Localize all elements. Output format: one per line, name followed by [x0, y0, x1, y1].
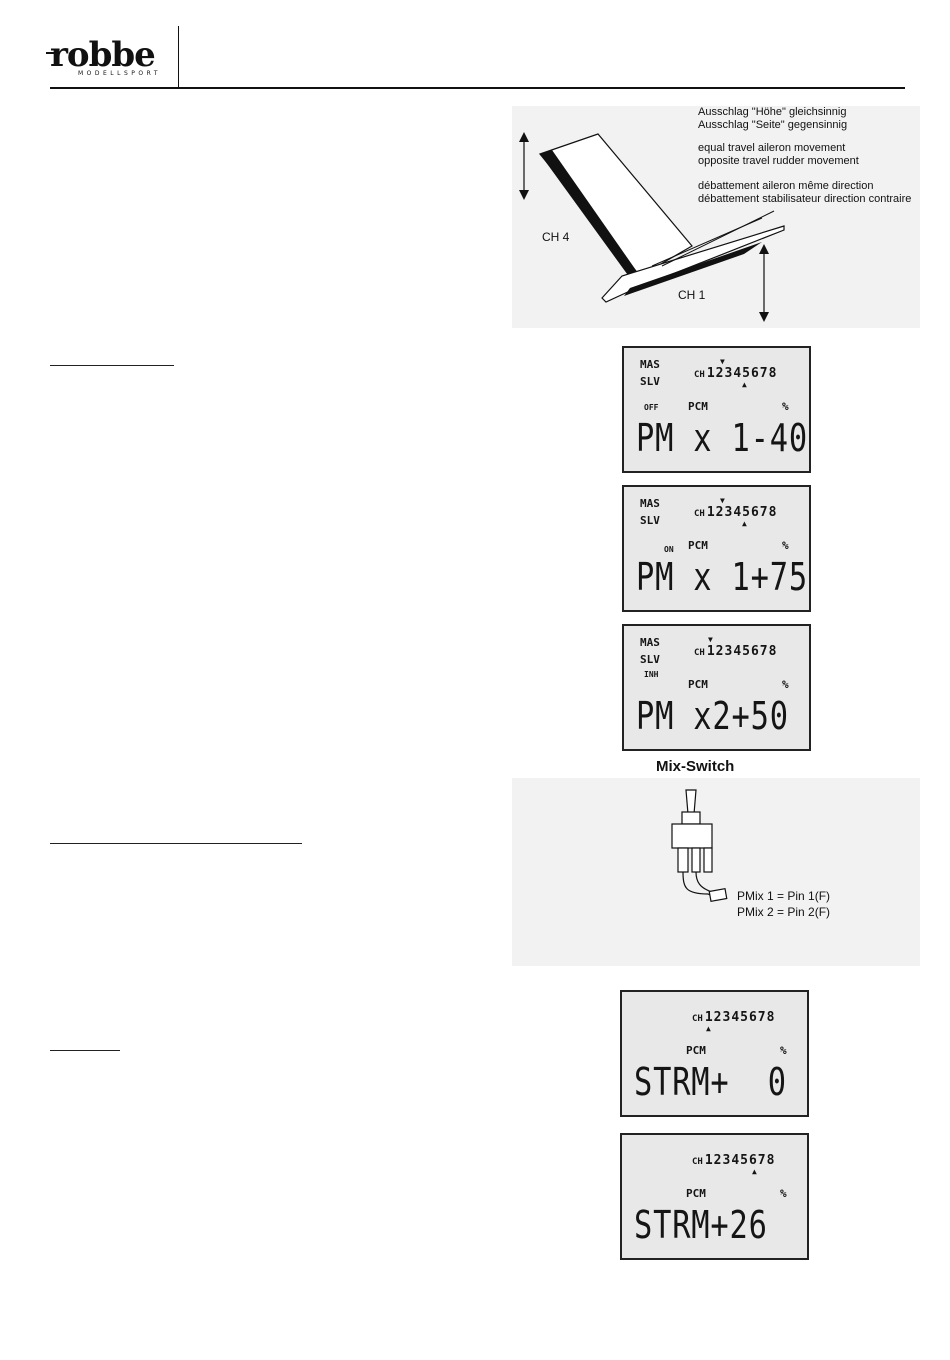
channel-marker-top: ▼	[720, 496, 725, 505]
lcd-main-readout: PM x2+50	[636, 694, 789, 738]
section-heading-underline-2	[50, 843, 302, 844]
caption-fr-2: débattement stabilisateur direction cont…	[698, 193, 912, 205]
caption-fr-1: débattement aileron même direction	[698, 180, 874, 192]
lcd-pcm-label: PCM	[686, 1044, 706, 1057]
mix-switch-title: Mix-Switch	[656, 758, 735, 775]
lcd-percent-label: %	[782, 539, 789, 552]
lcd-pcm-label: PCM	[688, 539, 708, 552]
label-ch4: CH 4	[542, 230, 570, 244]
tail-diagram: Ausschlag "Höhe" gleichsinnig Ausschlag …	[512, 106, 920, 328]
header-rule	[50, 87, 905, 89]
channel-marker-bottom: ▲	[706, 1024, 711, 1033]
channel-marker-bottom: ▲	[742, 519, 747, 528]
lcd-percent-label: %	[782, 678, 789, 691]
mix-switch-diagram: PMix 1 = Pin 1(F) PMix 2 = Pin 2(F)	[512, 778, 920, 966]
lcd-percent-label: %	[780, 1187, 787, 1200]
lcd-main-readout: PM x 1-40	[636, 416, 808, 460]
lcd-percent-label: %	[780, 1044, 787, 1057]
lcd-mas-label: MAS	[640, 358, 660, 371]
section-heading-underline-3	[50, 1050, 120, 1051]
lcd-pcm-label: PCM	[688, 400, 708, 413]
caption-de-2: Ausschlag "Seite" gegensinnig	[698, 119, 848, 131]
tail-diagram-drawing	[519, 132, 785, 322]
lcd-slv-label: SLV	[640, 653, 660, 666]
lcd-pcm-label: PCM	[686, 1187, 706, 1200]
lcd-slv-label: SLV	[640, 375, 660, 388]
lcd-mas-label: MAS	[640, 636, 660, 649]
channel-marker-top: ▼	[708, 635, 713, 644]
lcd-state-label: ON	[664, 545, 674, 554]
lcd-mas-label: MAS	[640, 497, 660, 510]
channel-marker-bottom: ▲	[752, 1167, 757, 1176]
lcd-slv-label: SLV	[640, 514, 660, 527]
caption-en-1: equal travel aileron movement	[698, 142, 846, 154]
lcd-main-readout: PM x 1+75	[636, 555, 808, 599]
lcd-pcm-label: PCM	[688, 678, 708, 691]
lcd-main-readout: STRM+26	[634, 1203, 768, 1247]
section-heading-underline-1	[50, 365, 174, 366]
header-divider	[178, 26, 179, 88]
lcd-state-label: INH	[644, 670, 659, 679]
logo-dash	[46, 52, 60, 54]
lcd-percent-label: %	[782, 400, 789, 413]
lcd-main-readout: STRM+ 0	[634, 1060, 787, 1104]
channel-marker-top: ▼	[720, 357, 725, 366]
caption-de-1: Ausschlag "Höhe" gleichsinnig	[698, 106, 847, 118]
robbe-logo-subtext: MODELLSPORT	[78, 70, 162, 77]
pin-label-1: PMix 1 = Pin 1(F)	[737, 889, 831, 903]
lcd-state-label: OFF	[644, 403, 659, 412]
robbe-logo: robbe	[50, 35, 156, 75]
caption-en-2: opposite travel rudder movement	[698, 155, 859, 167]
channel-marker-bottom: ▲	[742, 380, 747, 389]
label-ch1: CH 1	[678, 288, 706, 302]
switch-drawing	[671, 789, 728, 903]
pin-label-2: PMix 2 = Pin 2(F)	[737, 905, 831, 919]
